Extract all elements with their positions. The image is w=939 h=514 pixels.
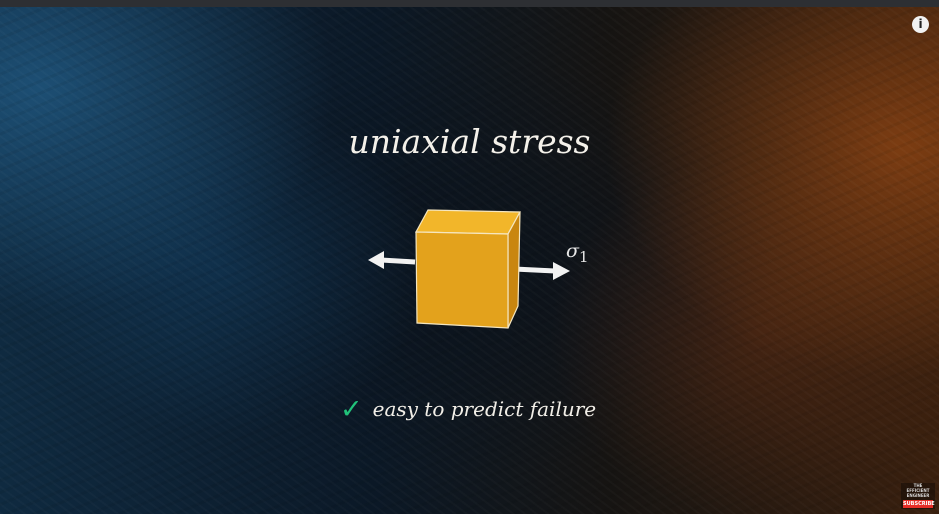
channel-logo: THE EFFICIENT ENGINEER xyxy=(906,483,930,498)
player-top-bar xyxy=(0,0,939,7)
sigma-symbol: σ xyxy=(566,240,579,262)
bullet-point: ✓ easy to predict failure xyxy=(340,394,596,424)
left-arrow-icon xyxy=(368,251,416,269)
slide-title: uniaxial stress xyxy=(348,122,591,161)
info-glyph: i xyxy=(918,17,923,31)
subscribe-button[interactable]: SUBSCRIBE xyxy=(903,500,935,508)
info-icon[interactable]: i xyxy=(912,16,929,33)
channel-watermark[interactable]: THE EFFICIENT ENGINEER SUBSCRIBE xyxy=(901,483,935,509)
cube-icon xyxy=(415,209,521,329)
right-arrow-icon xyxy=(513,262,570,280)
bullet-text: easy to predict failure xyxy=(372,397,597,421)
check-icon: ✓ xyxy=(340,393,363,425)
stress-sigma-label: σ1 xyxy=(566,240,589,266)
sigma-subscript: 1 xyxy=(578,247,589,266)
cube-diagram xyxy=(368,209,570,329)
